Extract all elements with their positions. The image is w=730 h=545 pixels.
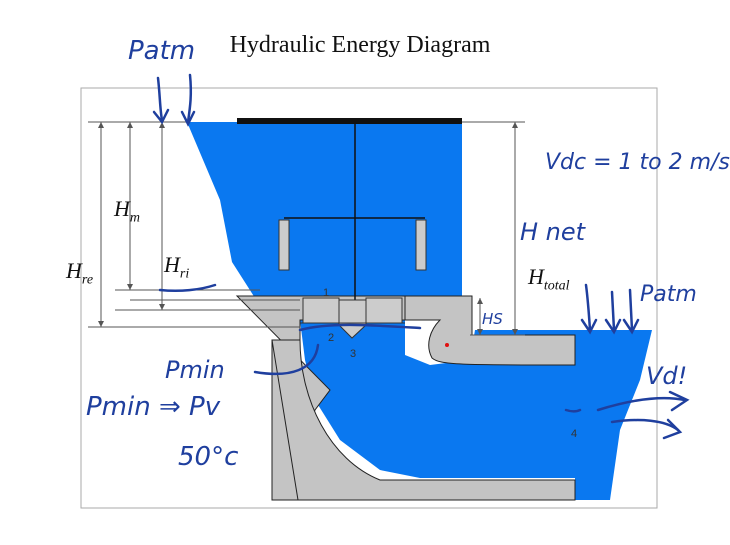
point-2-label: 2 (328, 332, 335, 344)
handwriting-vd: Vd! (646, 362, 688, 390)
diagram-title: Hydraulic Energy Diagram (229, 32, 491, 58)
dimension-lines-left (88, 121, 300, 328)
handwriting-patm-right: Patm (640, 282, 697, 307)
headwater-surface (237, 118, 462, 124)
handwriting-pmin: Pmin (165, 356, 225, 384)
handwriting-vdc: Vdc = 1 to 2 m/s (545, 150, 730, 175)
diagram-canvas: Hydraulic Energy Diagram Hm Hre Hri Htot… (66, 32, 730, 509)
draft-tube-structure (271, 339, 576, 501)
label-hm: Hm (114, 196, 141, 226)
runner-right (365, 297, 403, 324)
elbow-block (404, 295, 576, 366)
point-3-label: 3 (350, 348, 357, 360)
runner-hub (338, 299, 367, 339)
label-htotal: Htotal (528, 264, 570, 294)
energy-diagram (80, 73, 690, 509)
right-guide-vane (415, 219, 427, 271)
handwriting-hs: HS (482, 310, 503, 328)
point-1-label: 1 (323, 287, 330, 299)
dimension-arrows-right (477, 122, 518, 335)
dimension-lines-right (462, 121, 525, 336)
runner-left (302, 297, 340, 324)
handwriting-pmin-pv: Pmin ⇒ Pv (86, 392, 221, 422)
label-hri: Hri (164, 252, 190, 282)
handwriting-temperature: 50°c (178, 442, 239, 472)
handwriting-hnet: H net (520, 218, 586, 246)
hand-arrows (152, 73, 690, 440)
left-guide-vane (278, 219, 290, 271)
dimension-arrows-left (98, 122, 165, 327)
point-4-label: 4 (571, 428, 578, 440)
handwriting-patm-left: Patm (128, 36, 196, 66)
label-hre: Hre (66, 258, 94, 288)
upstream-water (187, 122, 462, 298)
red-marker (445, 343, 449, 347)
